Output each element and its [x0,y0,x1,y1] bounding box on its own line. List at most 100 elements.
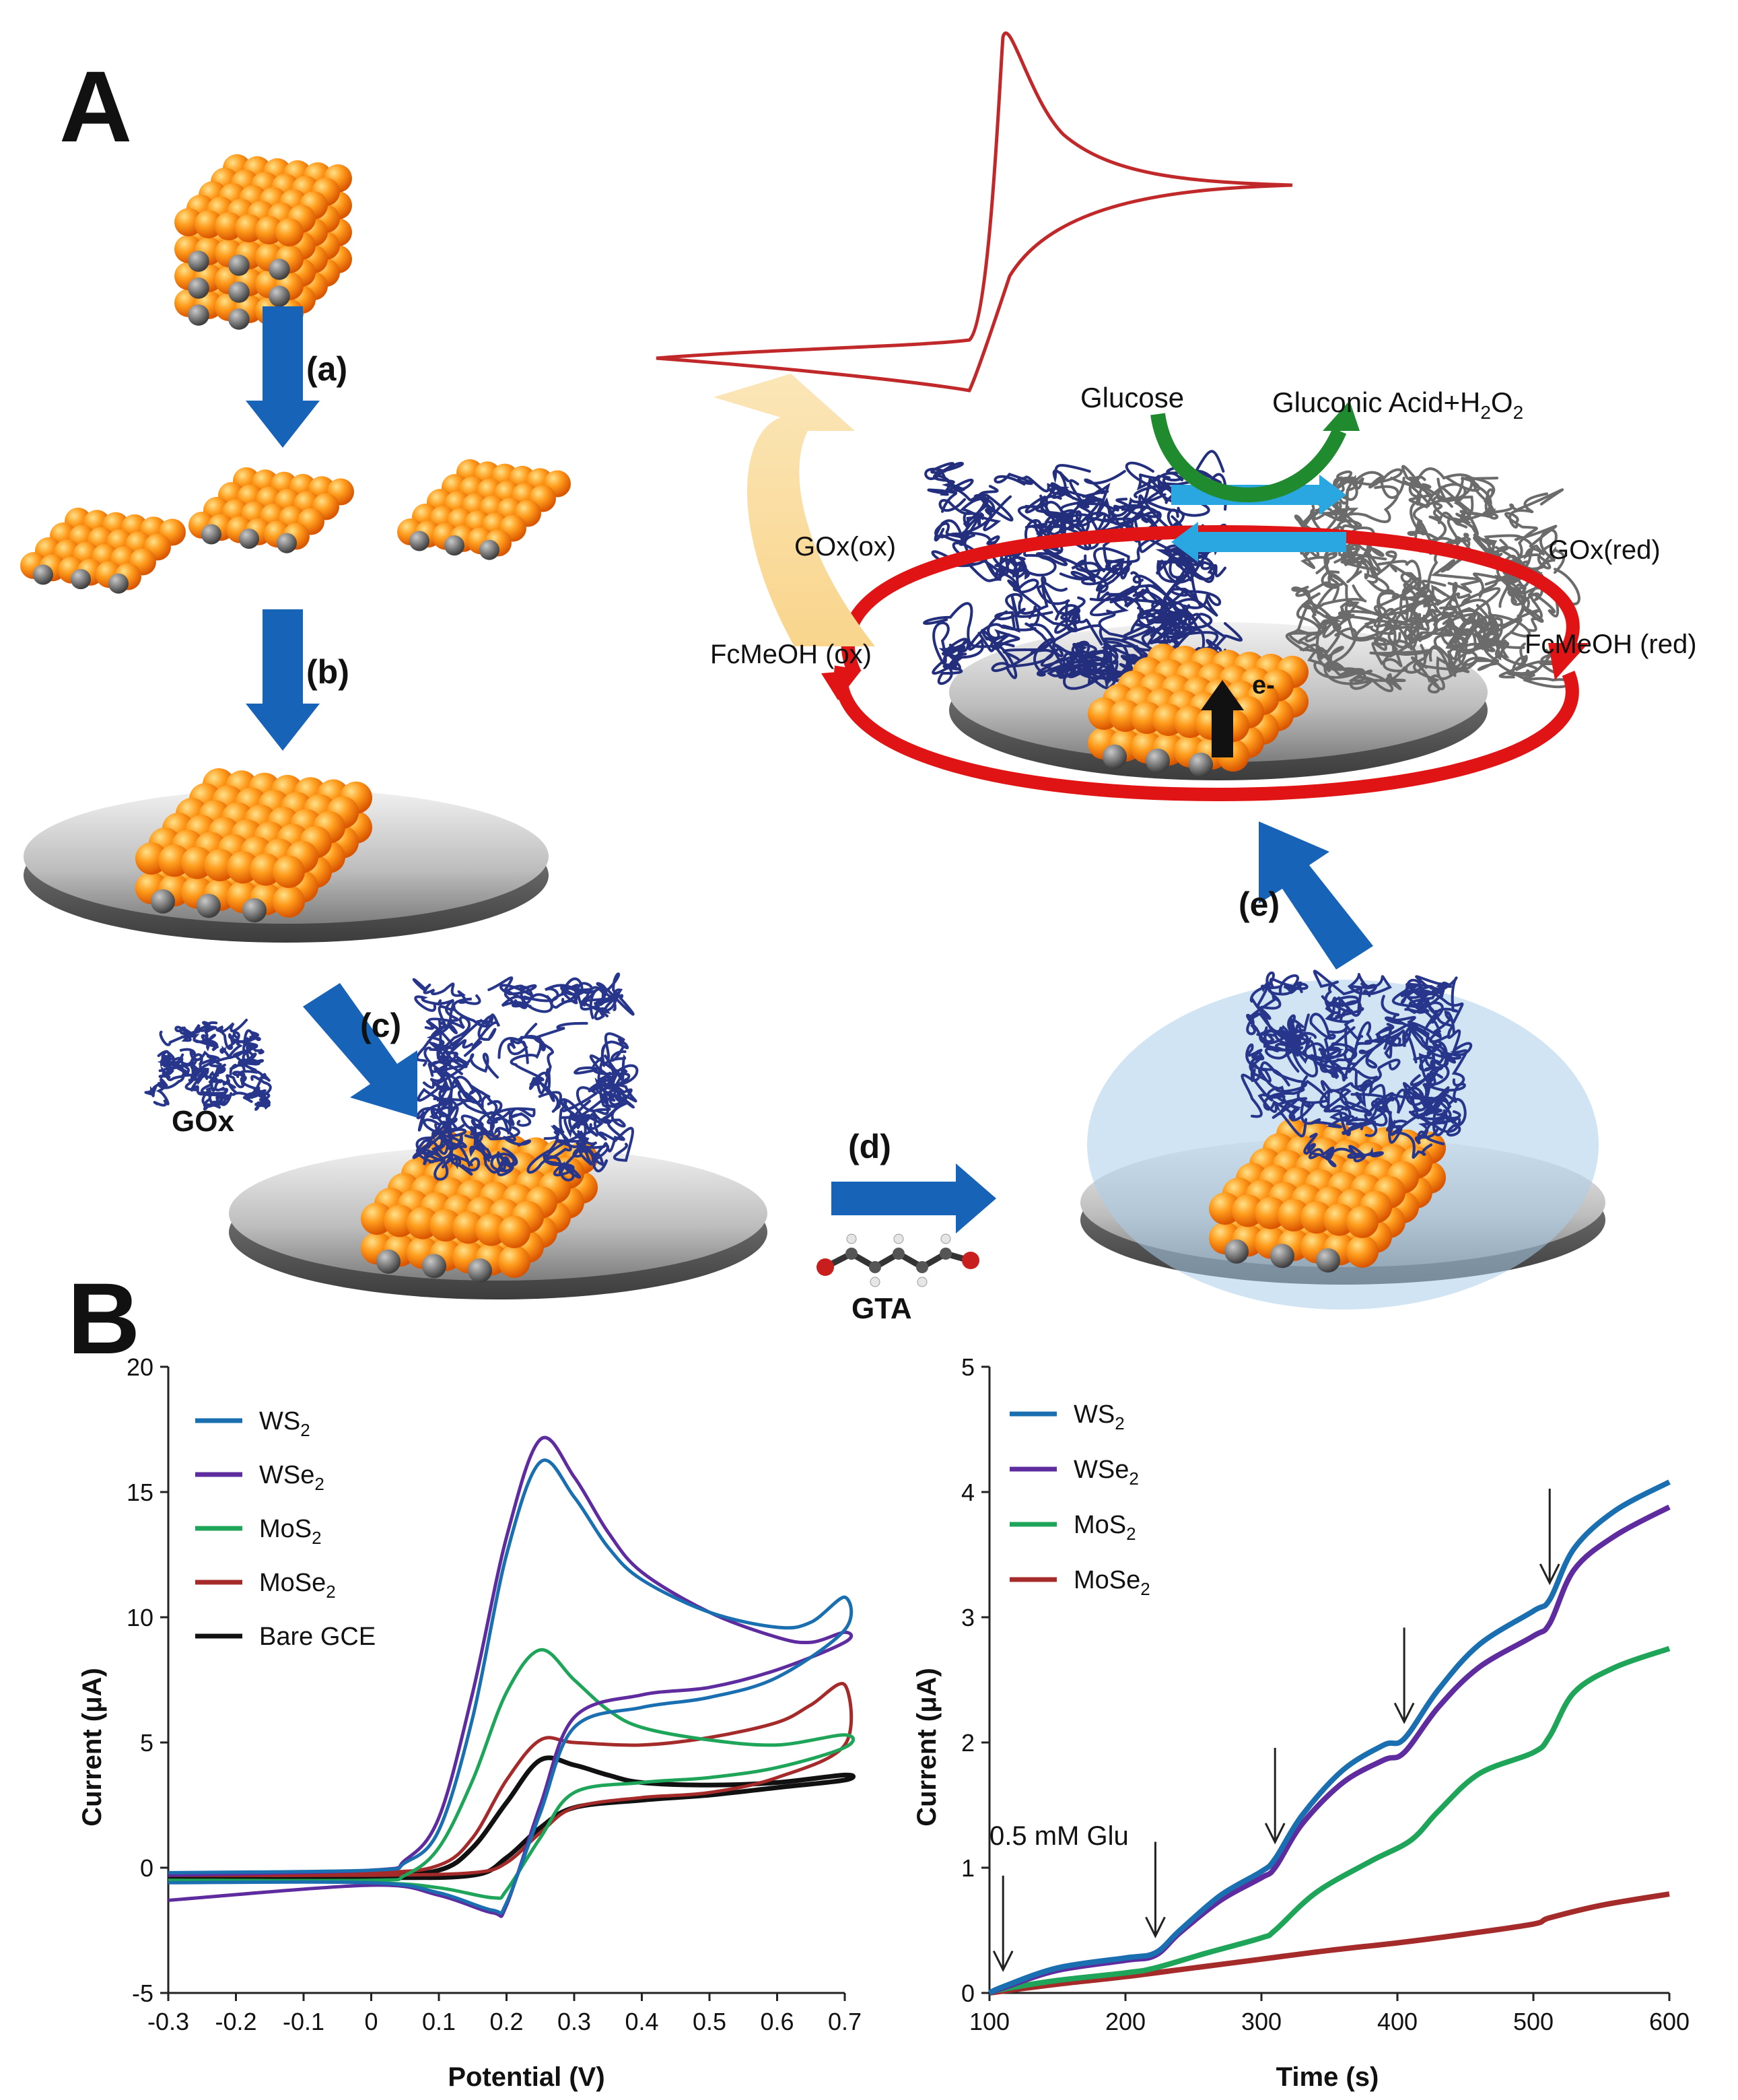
protein-strand [174,1023,210,1039]
x-tick-label: 0 [364,2008,378,2035]
fcmeoh-red-label: FcMeOH (red) [1525,630,1697,659]
legend-entry: WS2 [1074,1400,1125,1433]
metal-atom [269,259,290,280]
x-tick-label: 500 [1513,2008,1554,2035]
cv-series-line [168,1755,856,1881]
y-tick-label: -5 [132,1979,153,2007]
protein-strand [1298,601,1389,661]
cv-chart-series [168,1435,856,1918]
bulk-crystal [174,154,352,334]
protein-strand [543,1152,581,1182]
metal-atom [33,564,53,585]
cv-y-axis-label: Current (μA) [77,1668,107,1827]
protein-strand [417,1069,460,1107]
protein-strand [1424,976,1459,1031]
protein-strand [1460,476,1564,514]
atom-sphere [273,855,305,888]
protein-strand [994,557,1039,595]
protein-strand [159,1026,197,1046]
signal-output-arrow [714,374,875,646]
glucose-conversion-arrow [1150,401,1360,502]
metal-atom [1146,748,1170,773]
protein-strand [1249,971,1282,1020]
metal-atom [1270,1244,1294,1268]
electron-label: e- [1252,671,1275,700]
metal-atom [242,898,267,922]
protein-strand [1327,1145,1384,1163]
protein-strand [578,1144,609,1173]
protein-strand [1278,1098,1378,1137]
step-label-d: (d) [848,1128,891,1165]
protein-strand [937,638,969,685]
protein-strand [592,1038,639,1087]
protein-strand [507,1023,546,1064]
x-tick-label: 200 [1105,2008,1146,2035]
glucose-addition-arrows [992,1488,1560,1973]
protein-strand [239,1064,271,1089]
metal-atom [1103,744,1127,769]
metal-atom [108,573,129,594]
x-tick-label: 400 [1377,2008,1418,2035]
amp-y-axis-label: Current (μA) [912,1668,942,1827]
amp-chart-series [988,1479,1671,1996]
protein-strand [497,1035,545,1090]
metal-atom [228,281,250,303]
protein-strand [991,618,1103,673]
protein-strand [1256,1026,1317,1053]
metal-atom [188,277,209,299]
legend-entry: WS2 [259,1407,310,1440]
y-tick-label: 10 [127,1604,153,1631]
protein-strand [1326,996,1364,1021]
metal-atom [277,533,297,553]
protein-strand [215,1019,248,1050]
protein-strand [1024,609,1133,681]
exfoliated-flakes [20,459,571,594]
protein-strand [534,1021,588,1095]
amp-series-line [988,1646,1671,1996]
protein-strand [179,1048,226,1071]
protein-strand [236,1052,265,1079]
protein-strand [1404,978,1431,1013]
x-tick-label: 300 [1241,2008,1282,2035]
protein-strand [1434,1009,1473,1087]
enzyme-gox-on-electrode-3 [1241,970,1473,1167]
glucose-label: Glucose [1080,382,1184,413]
addition-arrow-head [992,1951,1014,1973]
x-tick-label: 0.7 [828,2008,862,2035]
protein-strand [1028,596,1086,633]
protein-strand [1299,648,1394,693]
addition-arrow-head [1264,1823,1286,1845]
protein-strand [1053,640,1119,675]
metal-atom [422,1254,446,1279]
addition-arrow-head [1393,1702,1415,1724]
atom-sphere [1346,1205,1379,1238]
protein-strand [959,496,996,559]
protein-strand [181,1058,217,1080]
protein-strand [1387,564,1438,625]
protein-strand [1348,994,1416,1073]
protein-strand [1506,654,1572,689]
atom-sphere [1346,1235,1379,1268]
protein-strand [1291,586,1358,679]
fcmeoh-ox-label: FcMeOH (ox) [710,640,872,669]
protein-strand [1404,1066,1444,1106]
protein-strand [432,1052,499,1091]
legend-entry: MoSe2 [259,1569,336,1602]
protein-strand [189,1073,215,1096]
amp-series-line [989,1891,1670,1996]
protein-strand [157,1065,184,1089]
amp-x-axis-label: Time (s) [1276,2062,1379,2092]
cv-signal-curve [656,31,1293,393]
electron-transfer-arrow [1201,680,1244,757]
protein-strand [1402,1025,1444,1072]
step-arrow-b [246,609,320,751]
protein-strand [1424,1091,1467,1137]
step-arrow-c [303,983,417,1118]
y-tick-label: 5 [140,1729,153,1757]
gox-ox-label: GOx(ox) [794,532,896,562]
legend-entry: MoSe2 [1074,1566,1150,1599]
protein-strand [954,607,1053,659]
protein-strand [1321,537,1362,589]
legend-entry: Bare GCE [259,1623,376,1651]
